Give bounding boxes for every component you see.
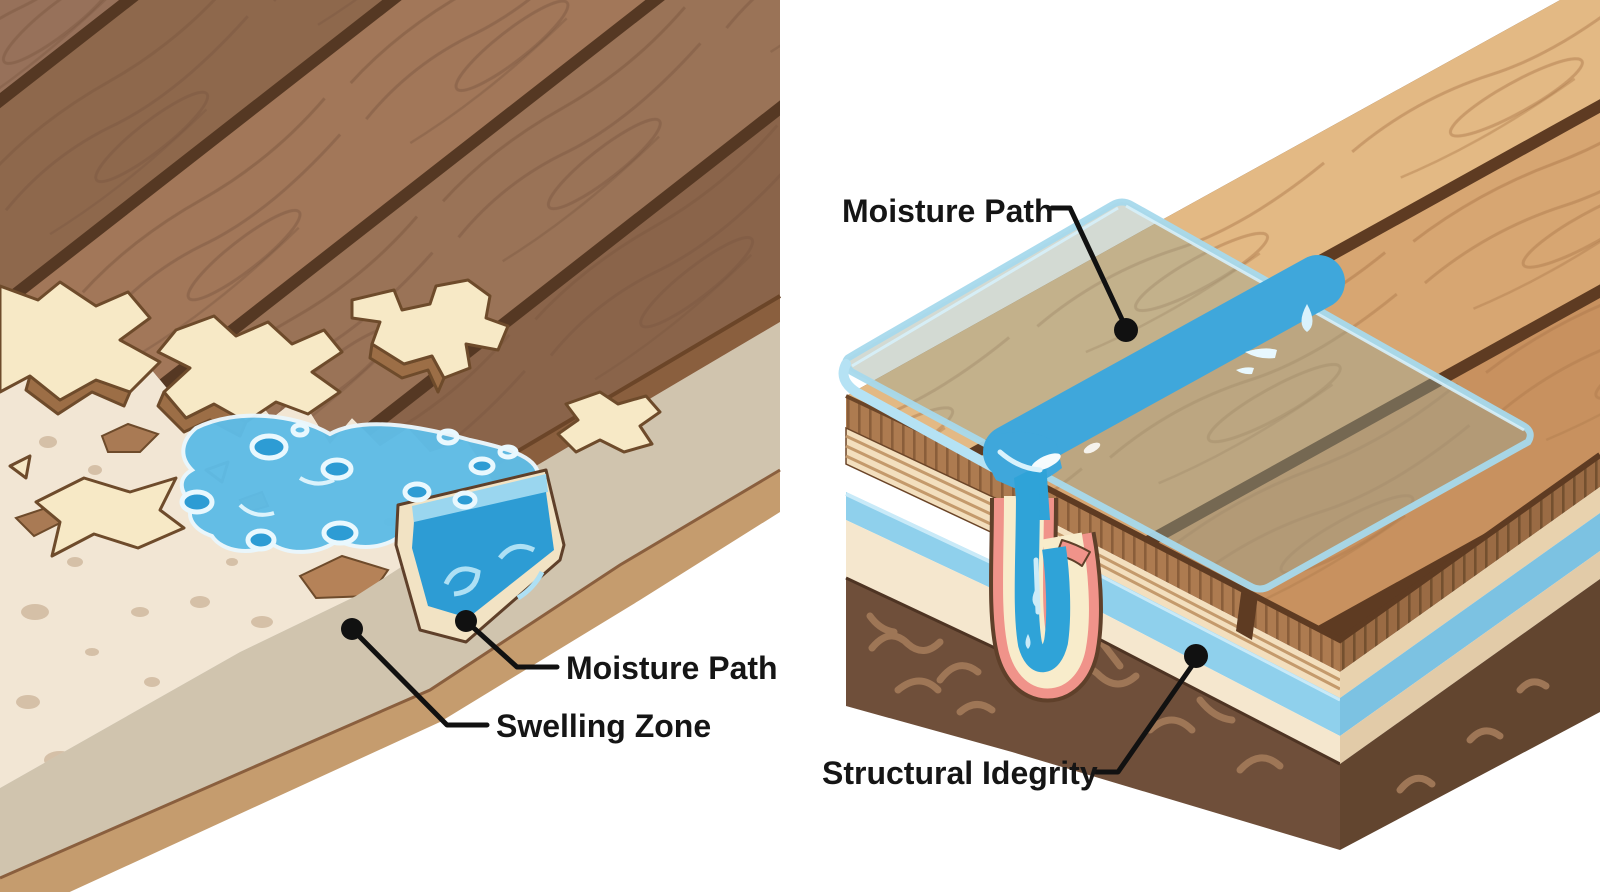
- plank-edge-band: [486, 296, 780, 489]
- upper-block-face: [845, 394, 1013, 544]
- pocket-swirls: [443, 543, 545, 601]
- callout-dot-structural: [1184, 644, 1208, 668]
- callout-dot-moisture-right: [1114, 318, 1138, 342]
- broken-chips: [0, 278, 662, 558]
- plank-edge-line: [484, 294, 782, 472]
- callout-dot-swelling: [341, 618, 363, 640]
- underlayment-layer: [846, 520, 1012, 656]
- leader-line-swelling: [349, 626, 490, 728]
- water-glint: [1245, 348, 1277, 359]
- callout-dot-moisture-left: [455, 610, 477, 632]
- right-callouts: Moisture Path Structural Idegrity: [822, 193, 1208, 791]
- water-stream: [983, 255, 1345, 672]
- leader-line-structural: [1093, 657, 1199, 775]
- slab-edge-strip: [0, 470, 780, 892]
- leader-line-moisture-left: [463, 618, 560, 670]
- label-swelling-zone: Swelling Zone: [496, 708, 711, 744]
- puddle-swirls: [238, 476, 335, 517]
- label-moisture-path-left: Moisture Path: [566, 650, 778, 686]
- subfloor-face: [0, 322, 780, 878]
- soil-roots: [866, 612, 996, 716]
- moisture-barrier-film: [838, 198, 1534, 593]
- label-moisture-path-right: Moisture Path: [842, 193, 1054, 229]
- pocket-water-face: [412, 492, 554, 618]
- membrane-layer: [846, 492, 1012, 598]
- lower-block-face: [845, 492, 1013, 752]
- channel-water: [1014, 491, 1071, 672]
- water-bubbles: [179, 422, 519, 552]
- water-glint: [1236, 367, 1254, 375]
- film-curl-edge: [838, 359, 1003, 475]
- label-structural-integrity: Structural Idegrity: [822, 755, 1098, 791]
- swelling-pocket: [394, 468, 566, 644]
- water-droplet: [1301, 304, 1313, 332]
- slab-edge-line: [0, 468, 781, 880]
- left-callouts: Moisture Path Swelling Zone: [341, 610, 778, 744]
- water-drip: [1025, 634, 1031, 649]
- leader-line-moisture-right: [1049, 205, 1129, 331]
- water-drip: [1032, 588, 1040, 607]
